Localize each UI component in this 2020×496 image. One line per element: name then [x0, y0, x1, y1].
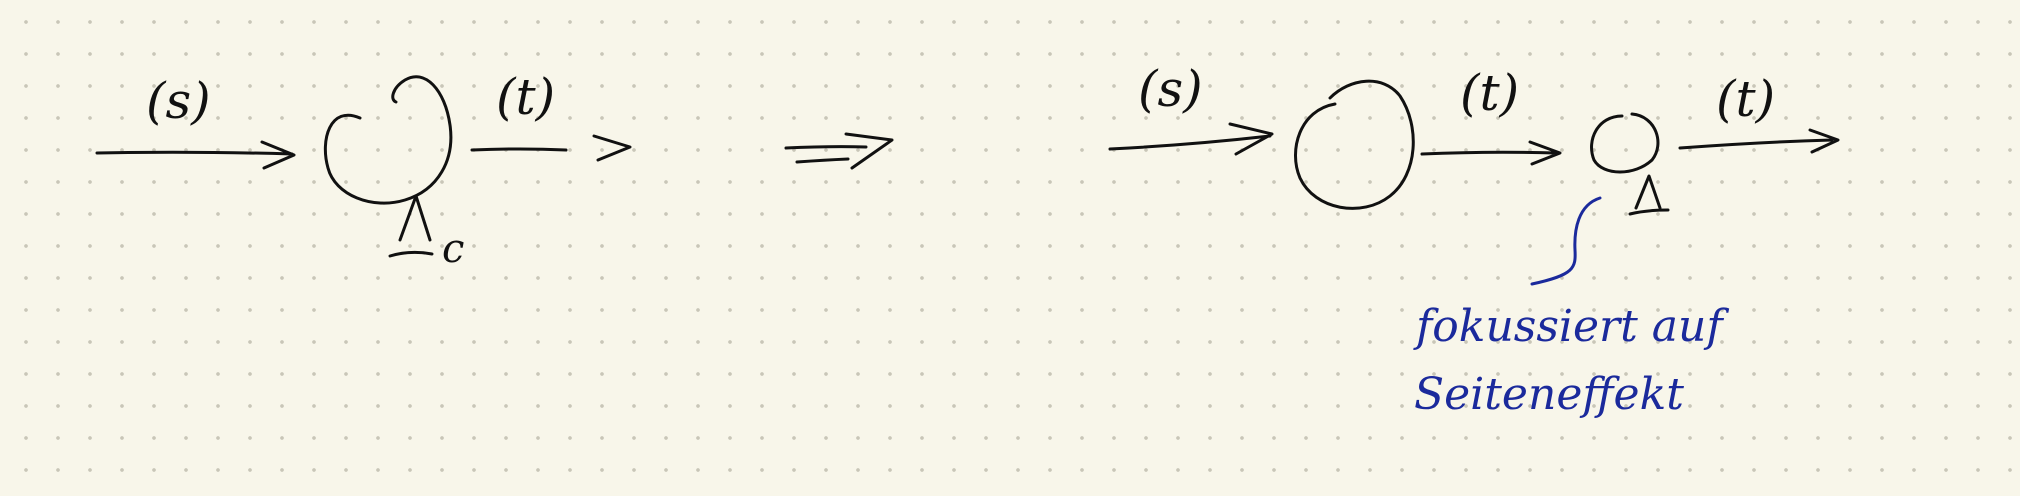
left-output-label: (t) [496, 68, 556, 126]
right-middle-label: (t) [1460, 64, 1520, 122]
right-side-marker [1628, 174, 1670, 216]
right-input-label: (s) [1138, 60, 1203, 118]
left-output-arrow [470, 134, 632, 162]
annotation-line-1: fokussiert auf [1416, 301, 1723, 352]
implies-arrow [784, 132, 894, 170]
left-input-arrow [95, 140, 296, 170]
right-output-arrow [1678, 128, 1840, 154]
right-input-arrow [1108, 122, 1274, 156]
left-capacity-label: c [442, 226, 465, 272]
left-capacity-marker [388, 194, 434, 258]
right-side-node [1590, 112, 1660, 174]
annotation-line-2: Seiteneffekt [1414, 369, 1684, 420]
left-input-label: (s) [146, 72, 211, 130]
right-process-node [1294, 79, 1415, 210]
right-middle-arrow [1420, 140, 1562, 166]
right-output-label: (t) [1716, 70, 1776, 128]
annotation-connector [1530, 196, 1602, 286]
left-process-node [323, 75, 453, 205]
